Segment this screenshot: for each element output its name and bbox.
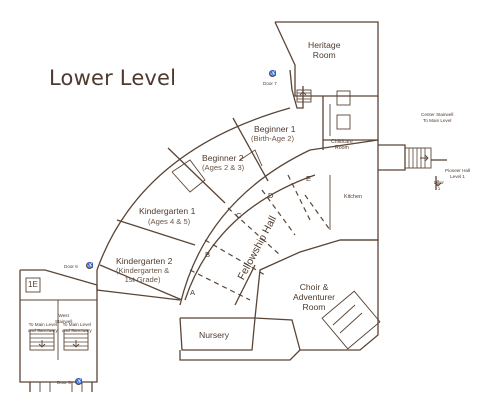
- marker-a: A: [190, 288, 196, 297]
- stair-arrow-icon: [299, 91, 307, 100]
- kindergarten2-label: Kindergarten 2: [116, 256, 173, 266]
- center-stairwell-label: Center Stairwell To Main Level: [421, 112, 454, 123]
- west-stair-left-label: To Main Level and Sanctuary: [28, 322, 58, 333]
- beginner1-label: Beginner 1: [254, 124, 296, 134]
- heritage-room-outline: [274, 21, 379, 97]
- inner-arc-wall: [179, 149, 311, 306]
- west-stair-right-label: To Main Level and Sanctuary: [62, 322, 92, 333]
- marker-e: E: [306, 174, 312, 183]
- west-stairwell-outline: [19, 269, 98, 383]
- west-stairwell-label: West Stairwell: [55, 313, 73, 324]
- kitchen-outline: [309, 139, 379, 241]
- outer-arc-wall: [96, 107, 291, 271]
- pioneer-hall-label: Pioneer Hall Level 1: [445, 168, 471, 179]
- kitchen-label: Kitchen: [344, 194, 362, 200]
- marker-d: D: [268, 191, 274, 200]
- accessible-icon: ♿: [86, 262, 94, 269]
- choir-room-label: Choir & Adventurer Room: [293, 282, 336, 313]
- childcare-label: Childcare Room: [331, 139, 353, 152]
- divider-k2-corr: [99, 264, 183, 301]
- kindergarten1-ages: (Ages 4 & 5): [148, 217, 191, 226]
- heritage-room-label: Heritage Room: [308, 40, 341, 61]
- elevator-label: 1E: [28, 280, 38, 289]
- accessible-icon: ♿: [75, 378, 83, 385]
- kindergarten1-label: Kindergarten 1: [139, 206, 196, 216]
- childcare-outline: [322, 96, 379, 141]
- nursery-outline: [179, 317, 256, 351]
- beginner2-ages: (Ages 2 & 3): [202, 163, 245, 172]
- restroom-box-lower: [336, 114, 351, 130]
- divider-b1-b2: [232, 117, 269, 182]
- door6-label: Door 6: [64, 264, 78, 269]
- west-stair-left: [29, 329, 55, 351]
- west-stair-right: [63, 329, 89, 351]
- door1-label: Door 1: [434, 180, 444, 191]
- divider-b2-k1: [167, 147, 226, 204]
- center-stairwell: [404, 147, 432, 169]
- nursery-label: Nursery: [199, 330, 230, 340]
- door5-label: Door 5: [57, 380, 71, 385]
- kindergarten2-ages: (Kindergarten & 1st Grade): [116, 266, 170, 284]
- elevator-box: [25, 277, 41, 293]
- accessible-icon: ♿: [269, 70, 277, 77]
- divider-k1-k2: [116, 219, 196, 246]
- page-title: Lower Level: [49, 66, 177, 90]
- marker-c: C: [236, 211, 242, 220]
- beginner2-label: Beginner 2: [202, 153, 244, 163]
- door7-label: Door 7: [263, 81, 277, 86]
- restroom-box-upper: [336, 90, 351, 106]
- beginner1-ages: (Birth-Age 2): [251, 134, 295, 143]
- marker-b: B: [205, 250, 211, 259]
- choir-room-outline: [254, 239, 379, 351]
